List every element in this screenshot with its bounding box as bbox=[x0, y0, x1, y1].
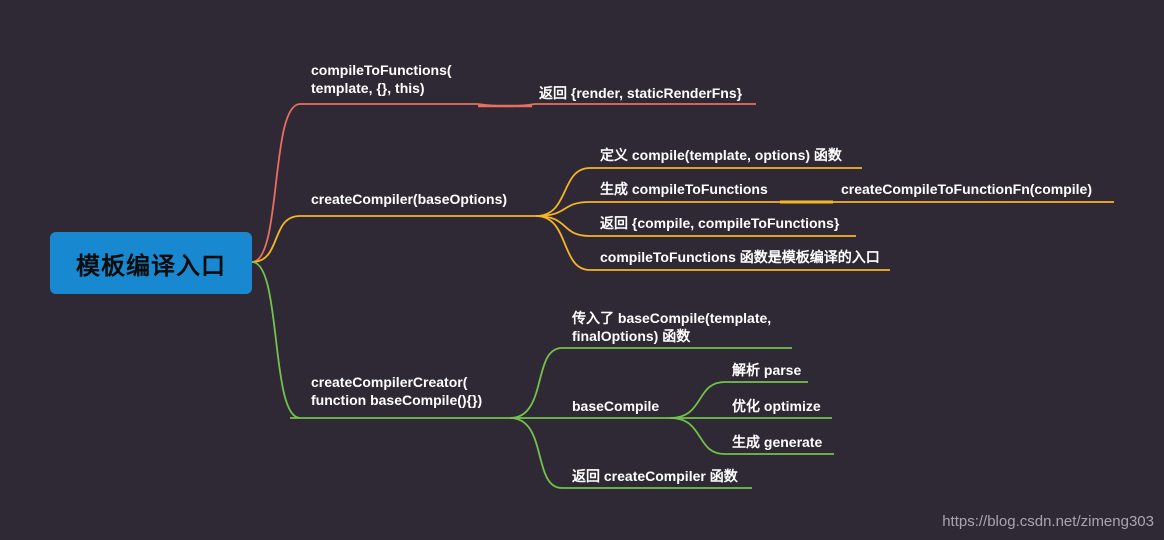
node-passed-base-compile-line2: finalOptions) 函数 bbox=[572, 328, 691, 344]
node-compile-to-functions: compileToFunctions( template, {}, this) bbox=[311, 61, 452, 97]
node-create-compiler-creator-line1: createCompilerCreator( bbox=[311, 374, 468, 390]
node-compile-to-functions-line2: template, {}, this) bbox=[311, 80, 425, 96]
node-passed-base-compile-line1: 传入了 baseCompile(template, bbox=[572, 310, 772, 326]
node-returns-compile: 返回 {compile, compileToFunctions} bbox=[600, 215, 840, 231]
node-base-compile: baseCompile bbox=[572, 398, 660, 414]
node-returns-render: 返回 {render, staticRenderFns} bbox=[539, 85, 743, 101]
node-returns-create-compiler: 返回 createCompiler 函数 bbox=[572, 468, 738, 484]
branch-create-compiler-creator-lines bbox=[251, 261, 834, 489]
node-compile-to-functions-line1: compileToFunctions( bbox=[311, 62, 452, 78]
node-entry-note: compileToFunctions 函数是模板编译的入口 bbox=[600, 249, 880, 265]
node-parse: 解析 parse bbox=[732, 362, 802, 378]
root-node: 模板编译入口 bbox=[50, 232, 252, 294]
branch-compile-to-functions-lines bbox=[251, 103, 756, 263]
branch-create-compiler-lines bbox=[251, 167, 1114, 271]
node-generate-compile-to-functions: 生成 compileToFunctions bbox=[600, 181, 768, 197]
node-create-compile-to-function-fn: createCompileToFunctionFn(compile) bbox=[841, 181, 1092, 197]
node-create-compiler-creator-line2: function baseCompile(){}) bbox=[311, 392, 483, 408]
node-define-compile: 定义 compile(template, options) 函数 bbox=[600, 147, 842, 163]
node-passed-base-compile: 传入了 baseCompile(template, finalOptions) … bbox=[572, 309, 771, 345]
watermark-url: https://blog.csdn.net/zimeng303 bbox=[942, 513, 1154, 530]
node-create-compiler: createCompiler(baseOptions) bbox=[311, 191, 508, 207]
node-create-compiler-creator: createCompilerCreator( function baseComp… bbox=[311, 373, 482, 409]
node-generate: 生成 generate bbox=[732, 434, 823, 450]
node-optimize: 优化 optimize bbox=[732, 398, 821, 414]
